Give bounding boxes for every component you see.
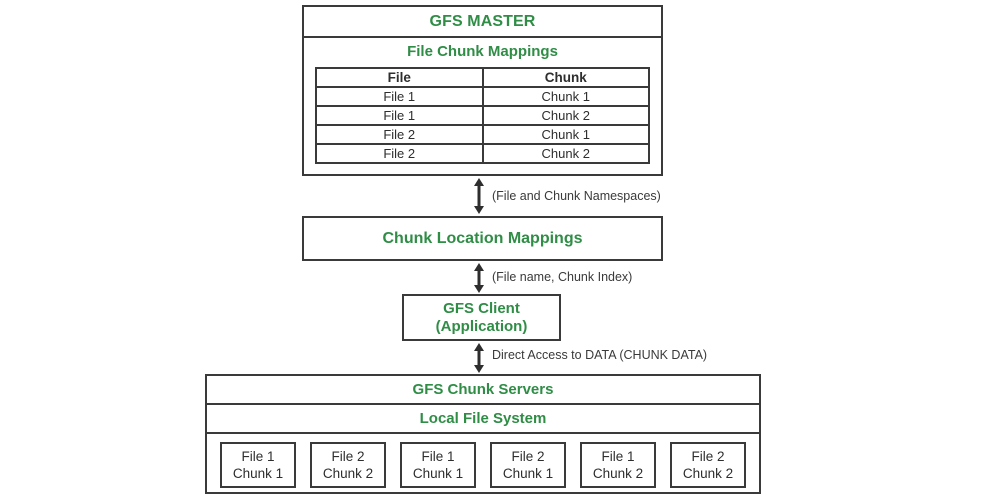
gfs-chunk-servers-title: GFS Chunk Servers [207, 376, 759, 405]
chunk-box-file: File 1 [601, 449, 635, 464]
chunk-box-file: File 2 [331, 449, 365, 464]
local-file-system-title: Local File System [207, 405, 759, 434]
chunk-box-chunk: Chunk 2 [682, 466, 734, 481]
chunk-box-chunk: Chunk 2 [592, 466, 644, 481]
gfs-master-title: GFS MASTER [304, 7, 661, 38]
chunk-box-chunk: Chunk 1 [412, 466, 464, 481]
column-header-chunk: Chunk [481, 67, 650, 88]
chunk-box: File 1 Chunk 2 [580, 442, 656, 488]
cell-file: File 2 [315, 124, 484, 145]
table-row: File 1 Chunk 2 [315, 105, 650, 126]
table-header-row: File Chunk [315, 67, 650, 88]
gfs-client-box: GFS Client (Application) [402, 294, 561, 341]
column-header-file: File [315, 67, 484, 88]
chunk-location-mappings-title: Chunk Location Mappings [382, 229, 583, 247]
cell-chunk: Chunk 1 [481, 86, 650, 107]
file-chunk-mappings-table: File Chunk File 1 Chunk 1 File 1 Chunk 2… [315, 67, 650, 164]
chunk-box-file: File 1 [421, 449, 455, 464]
chunk-box-file: File 1 [241, 449, 275, 464]
chunk-box: File 2 Chunk 2 [310, 442, 386, 488]
chunk-box-file: File 2 [511, 449, 545, 464]
gfs-chunk-servers-box: GFS Chunk Servers Local File System File… [205, 374, 761, 494]
cell-chunk: Chunk 2 [481, 143, 650, 164]
table-row: File 1 Chunk 1 [315, 86, 650, 107]
table-row: File 2 Chunk 2 [315, 143, 650, 164]
table-row: File 2 Chunk 1 [315, 124, 650, 145]
chunk-box-chunk: Chunk 1 [502, 466, 554, 481]
chunk-location-mappings-box: Chunk Location Mappings [302, 216, 663, 261]
cell-chunk: Chunk 2 [481, 105, 650, 126]
chunk-box-file: File 2 [691, 449, 725, 464]
double-headed-vertical-arrow-icon [474, 263, 484, 293]
gfs-master-box: GFS MASTER File Chunk Mappings File Chun… [302, 5, 663, 176]
chunk-box: File 2 Chunk 2 [670, 442, 746, 488]
gfs-client-line1: GFS Client [443, 299, 520, 317]
cell-chunk: Chunk 1 [481, 124, 650, 145]
double-headed-vertical-arrow-icon [474, 178, 484, 214]
chunk-list: File 1 Chunk 1 File 2 Chunk 2 File 1 Chu… [207, 434, 759, 496]
chunk-box: File 1 Chunk 1 [400, 442, 476, 488]
double-headed-vertical-arrow-icon [474, 343, 484, 373]
cell-file: File 1 [315, 86, 484, 107]
cell-file: File 2 [315, 143, 484, 164]
gfs-client-line2: (Application) [435, 317, 528, 335]
arrow-label-client-to-chunkservers: Direct Access to DATA (CHUNK DATA) [492, 348, 708, 362]
chunk-box-chunk: Chunk 2 [322, 466, 374, 481]
chunk-box: File 2 Chunk 1 [490, 442, 566, 488]
chunk-box: File 1 Chunk 1 [220, 442, 296, 488]
chunk-box-chunk: Chunk 1 [232, 466, 284, 481]
file-chunk-mappings-title: File Chunk Mappings [407, 43, 558, 60]
arrow-label-location-to-client: (File name, Chunk Index) [492, 270, 633, 284]
arrow-label-master-to-location: (File and Chunk Namespaces) [492, 189, 661, 203]
cell-file: File 1 [315, 105, 484, 126]
